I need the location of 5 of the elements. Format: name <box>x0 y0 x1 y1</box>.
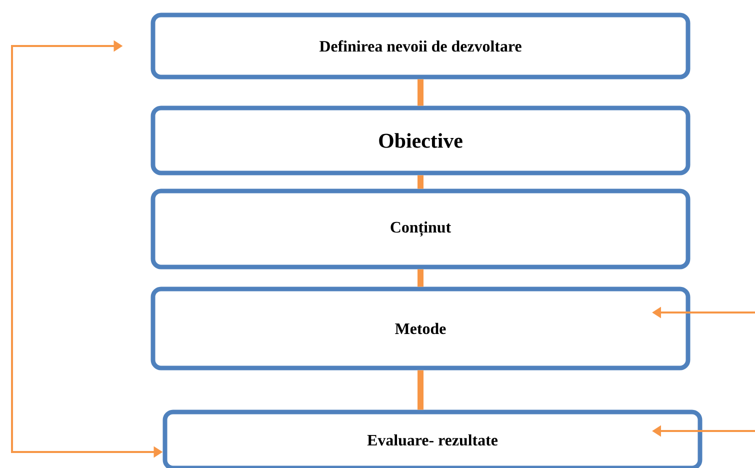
process-box: Conținut <box>150 188 690 270</box>
process-box: Definirea nevoii de dezvoltare <box>150 12 690 80</box>
process-box: Metode <box>150 286 690 370</box>
process-box: Obiective <box>150 106 690 176</box>
process-box: Evaluare- rezultate <box>162 410 702 468</box>
